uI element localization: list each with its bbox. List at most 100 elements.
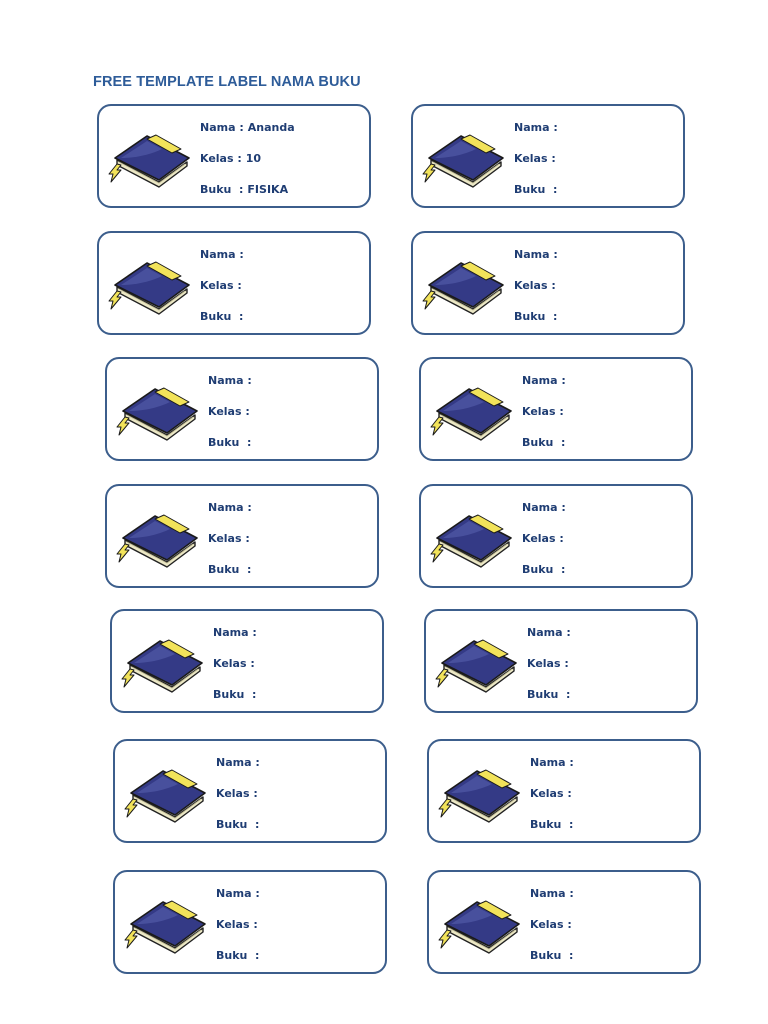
buku-field: Buku :: [213, 688, 260, 701]
buku-field: Buku :FISIKA: [200, 183, 288, 196]
label-card: Nama : Kelas : Buku :: [113, 870, 387, 974]
buku-value: FISIKA: [247, 183, 289, 196]
kelas-label: Kelas :: [530, 787, 572, 800]
buku-field: Buku :: [216, 818, 263, 831]
book-icon: [421, 132, 507, 188]
book-icon: [437, 898, 523, 954]
buku-field: Buku :: [216, 949, 263, 962]
buku-field: Buku :: [530, 949, 577, 962]
label-card: Nama : Kelas : Buku :: [105, 357, 379, 461]
buku-label: Buku :: [514, 310, 558, 323]
kelas-field: Kelas :: [514, 152, 560, 165]
buku-label: Buku :: [527, 688, 571, 701]
nama-label: Nama :: [216, 887, 260, 900]
book-icon: [107, 132, 193, 188]
label-card: Nama : Kelas : Buku :: [113, 739, 387, 843]
label-card: Nama : Kelas : Buku :: [105, 484, 379, 588]
buku-label: Buku :: [208, 436, 252, 449]
nama-field: Nama :: [200, 248, 248, 261]
kelas-label: Kelas :: [530, 918, 572, 931]
kelas-label: Kelas :: [514, 279, 556, 292]
nama-field: Nama :: [514, 121, 562, 134]
kelas-label: Kelas :: [200, 152, 242, 165]
buku-label: Buku :: [522, 436, 566, 449]
nama-field: Nama :: [216, 756, 264, 769]
label-card: Nama : Kelas : Buku :: [97, 231, 371, 335]
buku-field: Buku :: [208, 436, 255, 449]
label-card: Nama : Kelas : Buku :: [110, 609, 384, 713]
buku-label: Buku :: [216, 818, 260, 831]
nama-label: Nama :: [530, 756, 574, 769]
label-card: Nama :Ananda Kelas :10 Buku :FISIKA: [97, 104, 371, 208]
book-icon: [434, 637, 520, 693]
buku-label: Buku :: [522, 563, 566, 576]
buku-field: Buku :: [514, 183, 561, 196]
kelas-label: Kelas :: [208, 532, 250, 545]
nama-label: Nama :: [514, 248, 558, 261]
kelas-label: Kelas :: [514, 152, 556, 165]
nama-field: Nama :: [530, 887, 578, 900]
nama-label: Nama :: [208, 501, 252, 514]
book-icon: [115, 512, 201, 568]
label-card: Nama : Kelas : Buku :: [427, 739, 701, 843]
kelas-field: Kelas :: [213, 657, 259, 670]
label-card: Nama : Kelas : Buku :: [419, 484, 693, 588]
kelas-field: Kelas :10: [200, 152, 261, 165]
book-icon: [421, 259, 507, 315]
label-card: Nama : Kelas : Buku :: [427, 870, 701, 974]
kelas-value: 10: [245, 152, 262, 165]
book-icon: [429, 512, 515, 568]
nama-label: Nama :: [527, 626, 571, 639]
kelas-field: Kelas :: [208, 405, 254, 418]
kelas-field: Kelas :: [527, 657, 573, 670]
buku-field: Buku :: [208, 563, 255, 576]
buku-field: Buku :: [514, 310, 561, 323]
book-icon: [120, 637, 206, 693]
kelas-label: Kelas :: [216, 918, 258, 931]
buku-label: Buku :: [216, 949, 260, 962]
nama-label: Nama :: [530, 887, 574, 900]
buku-field: Buku :: [522, 436, 569, 449]
kelas-field: Kelas :: [530, 918, 576, 931]
buku-field: Buku :: [200, 310, 247, 323]
buku-field: Buku :: [527, 688, 574, 701]
kelas-label: Kelas :: [522, 405, 564, 418]
nama-field: Nama :: [208, 374, 256, 387]
buku-field: Buku :: [522, 563, 569, 576]
nama-label: Nama :: [200, 121, 244, 134]
nama-label: Nama :: [522, 374, 566, 387]
kelas-label: Kelas :: [216, 787, 258, 800]
nama-label: Nama :: [216, 756, 260, 769]
nama-field: Nama :: [527, 626, 575, 639]
book-icon: [437, 767, 523, 823]
kelas-label: Kelas :: [213, 657, 255, 670]
nama-field: Nama :: [216, 887, 264, 900]
kelas-field: Kelas :: [200, 279, 246, 292]
label-card: Nama : Kelas : Buku :: [424, 609, 698, 713]
buku-field: Buku :: [530, 818, 577, 831]
nama-label: Nama :: [514, 121, 558, 134]
buku-label: Buku :: [200, 183, 244, 196]
nama-label: Nama :: [208, 374, 252, 387]
buku-label: Buku :: [208, 563, 252, 576]
kelas-label: Kelas :: [200, 279, 242, 292]
kelas-field: Kelas :: [216, 918, 262, 931]
kelas-field: Kelas :: [522, 405, 568, 418]
kelas-label: Kelas :: [527, 657, 569, 670]
book-icon: [115, 385, 201, 441]
nama-label: Nama :: [213, 626, 257, 639]
nama-label: Nama :: [200, 248, 244, 261]
buku-label: Buku :: [200, 310, 244, 323]
nama-field: Nama :: [522, 501, 570, 514]
nama-field: Nama :: [522, 374, 570, 387]
label-card: Nama : Kelas : Buku :: [411, 104, 685, 208]
kelas-label: Kelas :: [208, 405, 250, 418]
kelas-field: Kelas :: [216, 787, 262, 800]
buku-label: Buku :: [514, 183, 558, 196]
nama-value: Ananda: [247, 121, 295, 134]
nama-field: Nama :: [514, 248, 562, 261]
page-title: FREE TEMPLATE LABEL NAMA BUKU: [93, 74, 361, 90]
book-icon: [429, 385, 515, 441]
kelas-field: Kelas :: [522, 532, 568, 545]
